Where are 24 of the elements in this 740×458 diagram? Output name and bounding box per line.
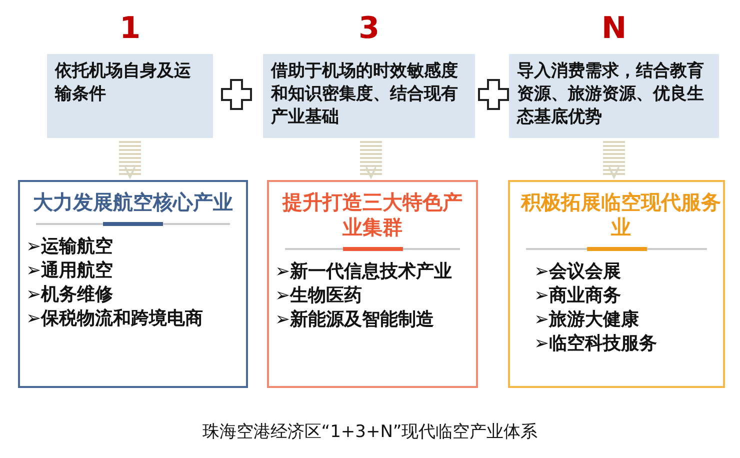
step-number: 1 [118, 12, 142, 46]
arrow [360, 141, 382, 178]
list-item: ➢运输航空 [26, 235, 114, 259]
list-item: ➢临空科技服务 [533, 332, 658, 356]
card-heading: 大力发展航空核心产业 [32, 190, 234, 215]
card-heading: 积极拓展临空现代服务业 [520, 190, 722, 240]
list-item: ➢生物医药 [275, 284, 364, 308]
list-item: ➢新能源及智能制造 [275, 308, 436, 332]
list-item: ➢通用航空 [26, 259, 114, 283]
description-text: 依托机场自身及运输条件 [55, 60, 192, 106]
arrow [603, 141, 625, 178]
list-item: ➢机务维修 [26, 283, 114, 307]
list-item: ➢保税物流和跨境电商 [26, 307, 204, 331]
step-number: N [600, 12, 628, 46]
description-text: 借助于机场的时效敏感度和知识密集度、结合现有产业基础 [271, 60, 459, 129]
arrow [119, 141, 141, 178]
list-item: ➢会议会展 [533, 260, 622, 284]
caption: 珠海空港经济区“1+3+N”现代临空产业体系 [201, 421, 539, 443]
list-item: ➢旅游大健康 [533, 308, 640, 332]
list-item: ➢商业商务 [533, 284, 622, 308]
list-item: ➢新一代信息技术产业 [275, 260, 454, 284]
description-text: 导入消费需求，结合教育资源、旅游资源、优良生态基底优势 [517, 60, 705, 129]
card-heading: 提升打造三大特色产业集群 [281, 190, 464, 240]
step-number: 3 [358, 12, 380, 46]
